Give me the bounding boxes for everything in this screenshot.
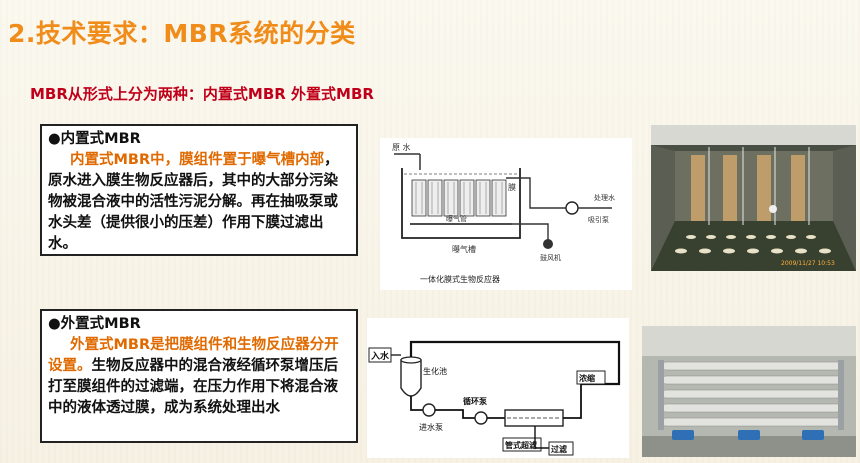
internal-mbr-diagram: 原 水 膜 曝气管 曝气槽 处理水 吸引泵 bbox=[380, 138, 632, 290]
external-mbr-body: 生物反应器中的混合液经循环泵增压后打至膜组件的过滤端，在压力作用下将混合液中的液… bbox=[48, 358, 338, 416]
external-mbr-paragraph: 外置式MBR是把膜组件和生物反应器分开设置。生物反应器中的混合液经循环泵增压后打… bbox=[48, 335, 350, 419]
bio-tank-icon bbox=[400, 359, 422, 397]
filtrate-label: 过滤 bbox=[551, 444, 567, 454]
outlet-label: 处理水 bbox=[594, 193, 615, 202]
concentrate-label: 浓缩 bbox=[579, 373, 595, 383]
inlet-label: 原 水 bbox=[392, 142, 411, 152]
diagram-caption: 一体化膜式生物反应器 bbox=[420, 274, 500, 284]
external-mbr-diagram-svg: 入水 生化池 浓缩 进水泵 循环泵 管式超滤 过滤 bbox=[368, 340, 621, 456]
circ-pump-label: 循环泵 bbox=[462, 396, 487, 406]
photo-timestamp: 2009/11/27 10:53 bbox=[781, 260, 835, 267]
internal-mbr-diagram-svg: 原 水 膜 曝气管 曝气槽 处理水 吸引泵 bbox=[392, 142, 615, 284]
pump-icon bbox=[565, 201, 579, 215]
blower-label: 鼓风机 bbox=[540, 253, 561, 262]
feed-pump-icon bbox=[422, 403, 436, 417]
membrane-label: 膜 bbox=[508, 182, 516, 192]
internal-mbr-highlight: 内置式MBR中，膜组件置于曝气槽内部 bbox=[70, 152, 325, 168]
internal-mbr-heading: ●内置式MBR bbox=[48, 131, 141, 147]
external-mbr-textbox: ●外置式MBR 外置式MBR是把膜组件和生物反应器分开设置。生物反应器中的混合液… bbox=[40, 309, 358, 443]
circ-pump-icon bbox=[474, 411, 488, 425]
feed-pump-label: 进水泵 bbox=[419, 422, 443, 432]
external-mbr-photo-svg bbox=[642, 326, 856, 457]
tank-label: 曝气槽 bbox=[452, 244, 476, 254]
bio-tank-label: 生化池 bbox=[423, 366, 447, 376]
worker-icon bbox=[769, 205, 777, 213]
internal-mbr-photo-svg: 2009/11/27 10:53 bbox=[651, 125, 856, 271]
inlet-label-ext: 入水 bbox=[370, 350, 390, 362]
pump-label: 吸引泵 bbox=[588, 215, 609, 224]
page-title: 2.技术要求：MBR系统的分类 bbox=[8, 19, 356, 48]
tube-uf-label: 管式超滤 bbox=[505, 440, 537, 450]
external-mbr-diagram: 入水 生化池 浓缩 进水泵 循环泵 管式超滤 过滤 bbox=[367, 318, 629, 458]
membrane-modules bbox=[411, 179, 507, 217]
internal-mbr-body: ，原水进入膜生物反应器后，其中的大部分污染物被混合液中的活性污泥分解。再在抽吸泵… bbox=[48, 152, 339, 252]
external-mbr-highlight: 外置式MBR是把膜组件和生物反应器分开设置。 bbox=[48, 337, 339, 374]
internal-mbr-paragraph: 内置式MBR中，膜组件置于曝气槽内部，原水进入膜生物反应器后，其中的大部分污染物… bbox=[48, 150, 350, 255]
external-mbr-heading: ●外置式MBR bbox=[48, 316, 141, 332]
blower-icon bbox=[543, 239, 553, 249]
page-subtitle: MBR从形式上分为两种：内置式MBR 外置式MBR bbox=[30, 85, 374, 103]
aerator-pipe-label: 曝气管 bbox=[446, 214, 467, 223]
internal-mbr-textbox: ●内置式MBR 内置式MBR中，膜组件置于曝气槽内部，原水进入膜生物反应器后，其… bbox=[40, 124, 358, 256]
external-mbr-photo bbox=[642, 326, 856, 457]
internal-mbr-photo: 2009/11/27 10:53 bbox=[651, 125, 856, 271]
